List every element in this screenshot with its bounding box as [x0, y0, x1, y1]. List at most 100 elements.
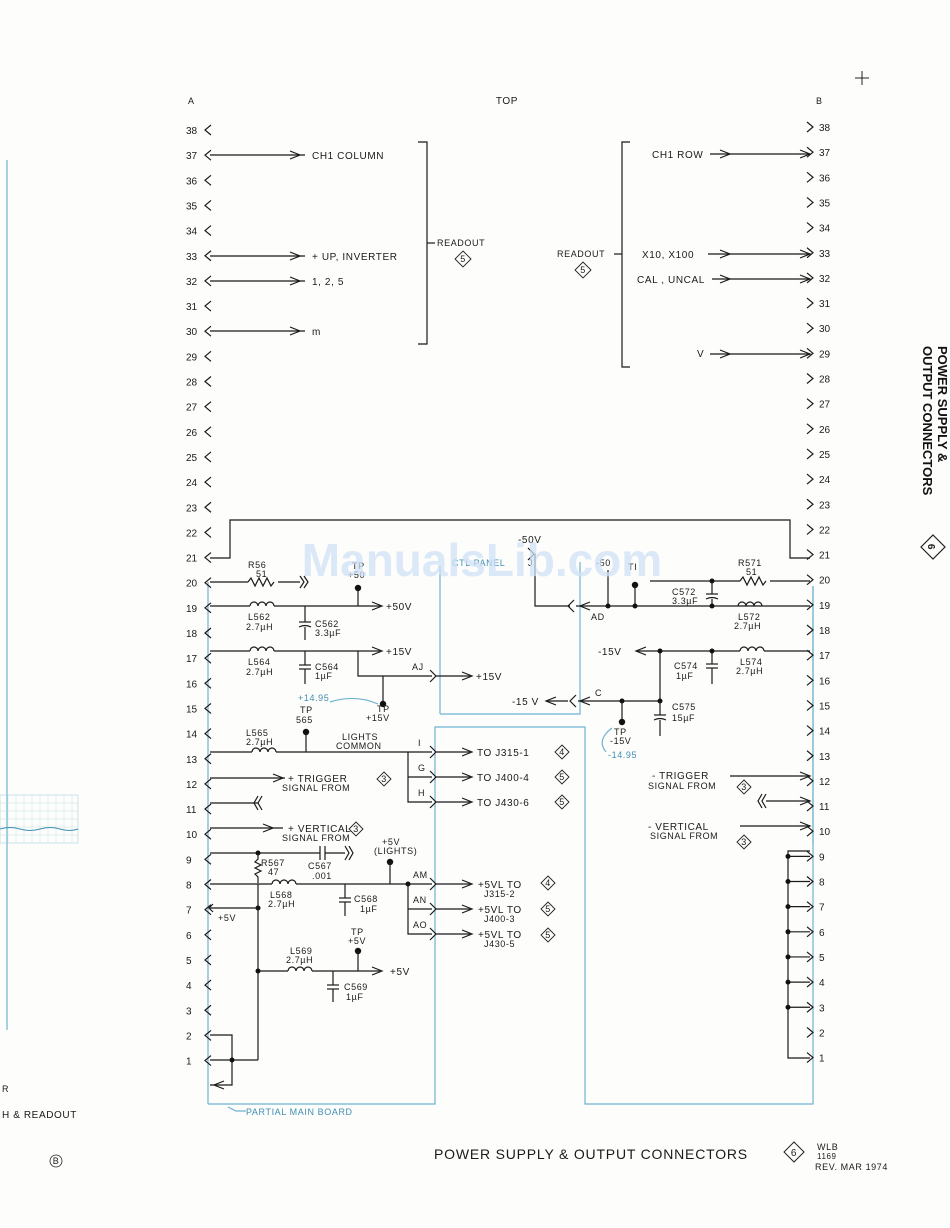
signal-cal-uncal: CAL , UNCAL — [637, 275, 705, 286]
signal-ch1-column: CH1 COLUMN — [312, 151, 384, 162]
svg-text:C569: C569 — [344, 982, 368, 992]
pin-a-contact — [204, 803, 212, 815]
side-tab-diamond — [920, 534, 946, 560]
pin-b-label: 23 — [819, 500, 831, 511]
side-tab: POWER SUPPLY & OUTPUT CONNECTORS — [920, 346, 950, 496]
pin-b-contact — [806, 800, 814, 812]
pin-a-label: 10 — [186, 830, 198, 841]
connector-b-pins: 3837363534333231302928272625242322212019… — [806, 121, 831, 1065]
svg-text:AO: AO — [413, 920, 427, 930]
signal-m: m — [312, 327, 321, 338]
pin-b-contact — [806, 448, 814, 460]
pin-a-contact — [204, 350, 212, 362]
readout-right-group: CH1 ROW X10, X100 CAL , UNCAL V READOUT … — [557, 141, 812, 368]
pin-a-label: 37 — [186, 151, 198, 162]
ref-diamond-rtrigger: 3 — [736, 779, 752, 795]
pin-a-contact — [204, 728, 212, 740]
svg-text:TP: TP — [300, 705, 313, 715]
svg-text:J430-5: J430-5 — [484, 939, 515, 949]
svg-text:2.7µH: 2.7µH — [246, 622, 273, 632]
svg-text:L568: L568 — [270, 890, 292, 900]
svg-text:C568: C568 — [354, 894, 378, 904]
svg-text:COMMON: COMMON — [336, 741, 382, 751]
ground-bus-node — [785, 979, 791, 985]
ref-diamond-rvertical: 3 — [736, 834, 752, 850]
pin-b-label: 32 — [819, 274, 831, 285]
margin-fragment-text: H & READOUT — [2, 1110, 77, 1121]
pin-a-contact — [204, 652, 212, 664]
pin-a-contact — [204, 879, 212, 890]
pin-a-contact — [204, 1004, 212, 1016]
pin-a-label: 11 — [186, 805, 197, 816]
svg-text:5: 5 — [545, 930, 551, 940]
pin-b-label: 3 — [819, 1003, 825, 1014]
side-a-label: A — [188, 96, 195, 106]
svg-text:51: 51 — [256, 569, 267, 579]
pin-b-label: 11 — [819, 802, 830, 813]
pin-b-label: 36 — [819, 173, 831, 184]
svg-text:2.7µH: 2.7µH — [734, 621, 761, 631]
svg-text:15µF: 15µF — [672, 713, 695, 723]
pin-a-label: 7 — [186, 906, 192, 917]
pin-a-label: 21 — [186, 554, 198, 565]
pin-b-label: 24 — [819, 475, 831, 486]
plus15v-section: +15V L564 2.7µH C564 1µF AJ +15V TP +15V… — [210, 646, 501, 723]
pin-b-contact — [806, 498, 814, 510]
svg-text:C: C — [595, 688, 602, 698]
pin-b-contact — [806, 423, 814, 435]
svg-text:(LIGHTS): (LIGHTS) — [374, 846, 417, 856]
pin-b-contact — [806, 347, 814, 359]
pin-a-contact — [204, 1029, 212, 1041]
pin-a-label: 23 — [186, 503, 198, 514]
pin-b-label: 22 — [819, 525, 831, 536]
svg-text:2.7µH: 2.7µH — [286, 955, 313, 965]
svg-text:-14.95: -14.95 — [608, 750, 637, 760]
pin-b-label: 18 — [819, 626, 831, 637]
pin-a-contact — [204, 702, 212, 714]
svg-text:4: 4 — [559, 747, 565, 757]
svg-text:J: J — [528, 558, 533, 568]
svg-text:J315-2: J315-2 — [484, 889, 515, 899]
board-outline — [207, 562, 814, 1105]
pin-b-label: 38 — [819, 123, 831, 134]
pin-a-label: 20 — [186, 579, 198, 590]
svg-text:C564: C564 — [315, 662, 339, 672]
ground-bus-node — [785, 954, 791, 960]
margin-letter: R — [2, 1084, 9, 1094]
pin-b-label: 28 — [819, 375, 831, 386]
svg-text:C567: C567 — [308, 861, 332, 871]
pin-a-contact — [204, 325, 212, 337]
pin-b-label: 12 — [819, 777, 831, 788]
svg-text:+50V: +50V — [386, 602, 412, 613]
svg-text:L572: L572 — [738, 612, 760, 622]
pin-a-contact — [204, 778, 212, 790]
svg-text:TP: TP — [377, 704, 390, 714]
pin-a-contact — [204, 627, 212, 639]
pin-b-contact — [806, 247, 814, 259]
svg-text:+5V: +5V — [348, 936, 366, 946]
trigger-vertical-right: - TRIGGER SIGNAL FROM - VERTICAL SIGNAL … — [648, 771, 812, 841]
svg-text:L569: L569 — [290, 946, 312, 956]
pin-a-label: 30 — [186, 327, 198, 338]
pin-b-label: 21 — [819, 551, 831, 562]
pin-b-label: 16 — [819, 676, 831, 687]
pin-b-contact — [806, 171, 814, 183]
pin-b-label: 10 — [819, 827, 831, 838]
pin-a-label: 9 — [186, 855, 192, 866]
pin-a-contact — [204, 275, 212, 287]
footer-title: POWER SUPPLY & OUTPUT CONNECTORS — [434, 1146, 748, 1162]
svg-text:5: 5 — [559, 772, 565, 782]
pin-a-contact — [204, 426, 212, 438]
pin-a-label: 38 — [186, 126, 198, 137]
svg-text:- TRIGGER: - TRIGGER — [652, 771, 709, 782]
svg-text:AD: AD — [591, 612, 605, 622]
pin-a-label: 12 — [186, 780, 198, 791]
pin-a-contact — [204, 929, 212, 941]
ground-bus-node — [785, 1004, 791, 1010]
pin-a-label: 36 — [186, 176, 198, 187]
pin-a-contact — [204, 451, 212, 463]
svg-text:C562: C562 — [315, 619, 339, 629]
pin-a-label: 13 — [186, 755, 198, 766]
signal-x10-x100: X10, X100 — [642, 250, 694, 261]
svg-text:TP: TP — [352, 561, 365, 571]
